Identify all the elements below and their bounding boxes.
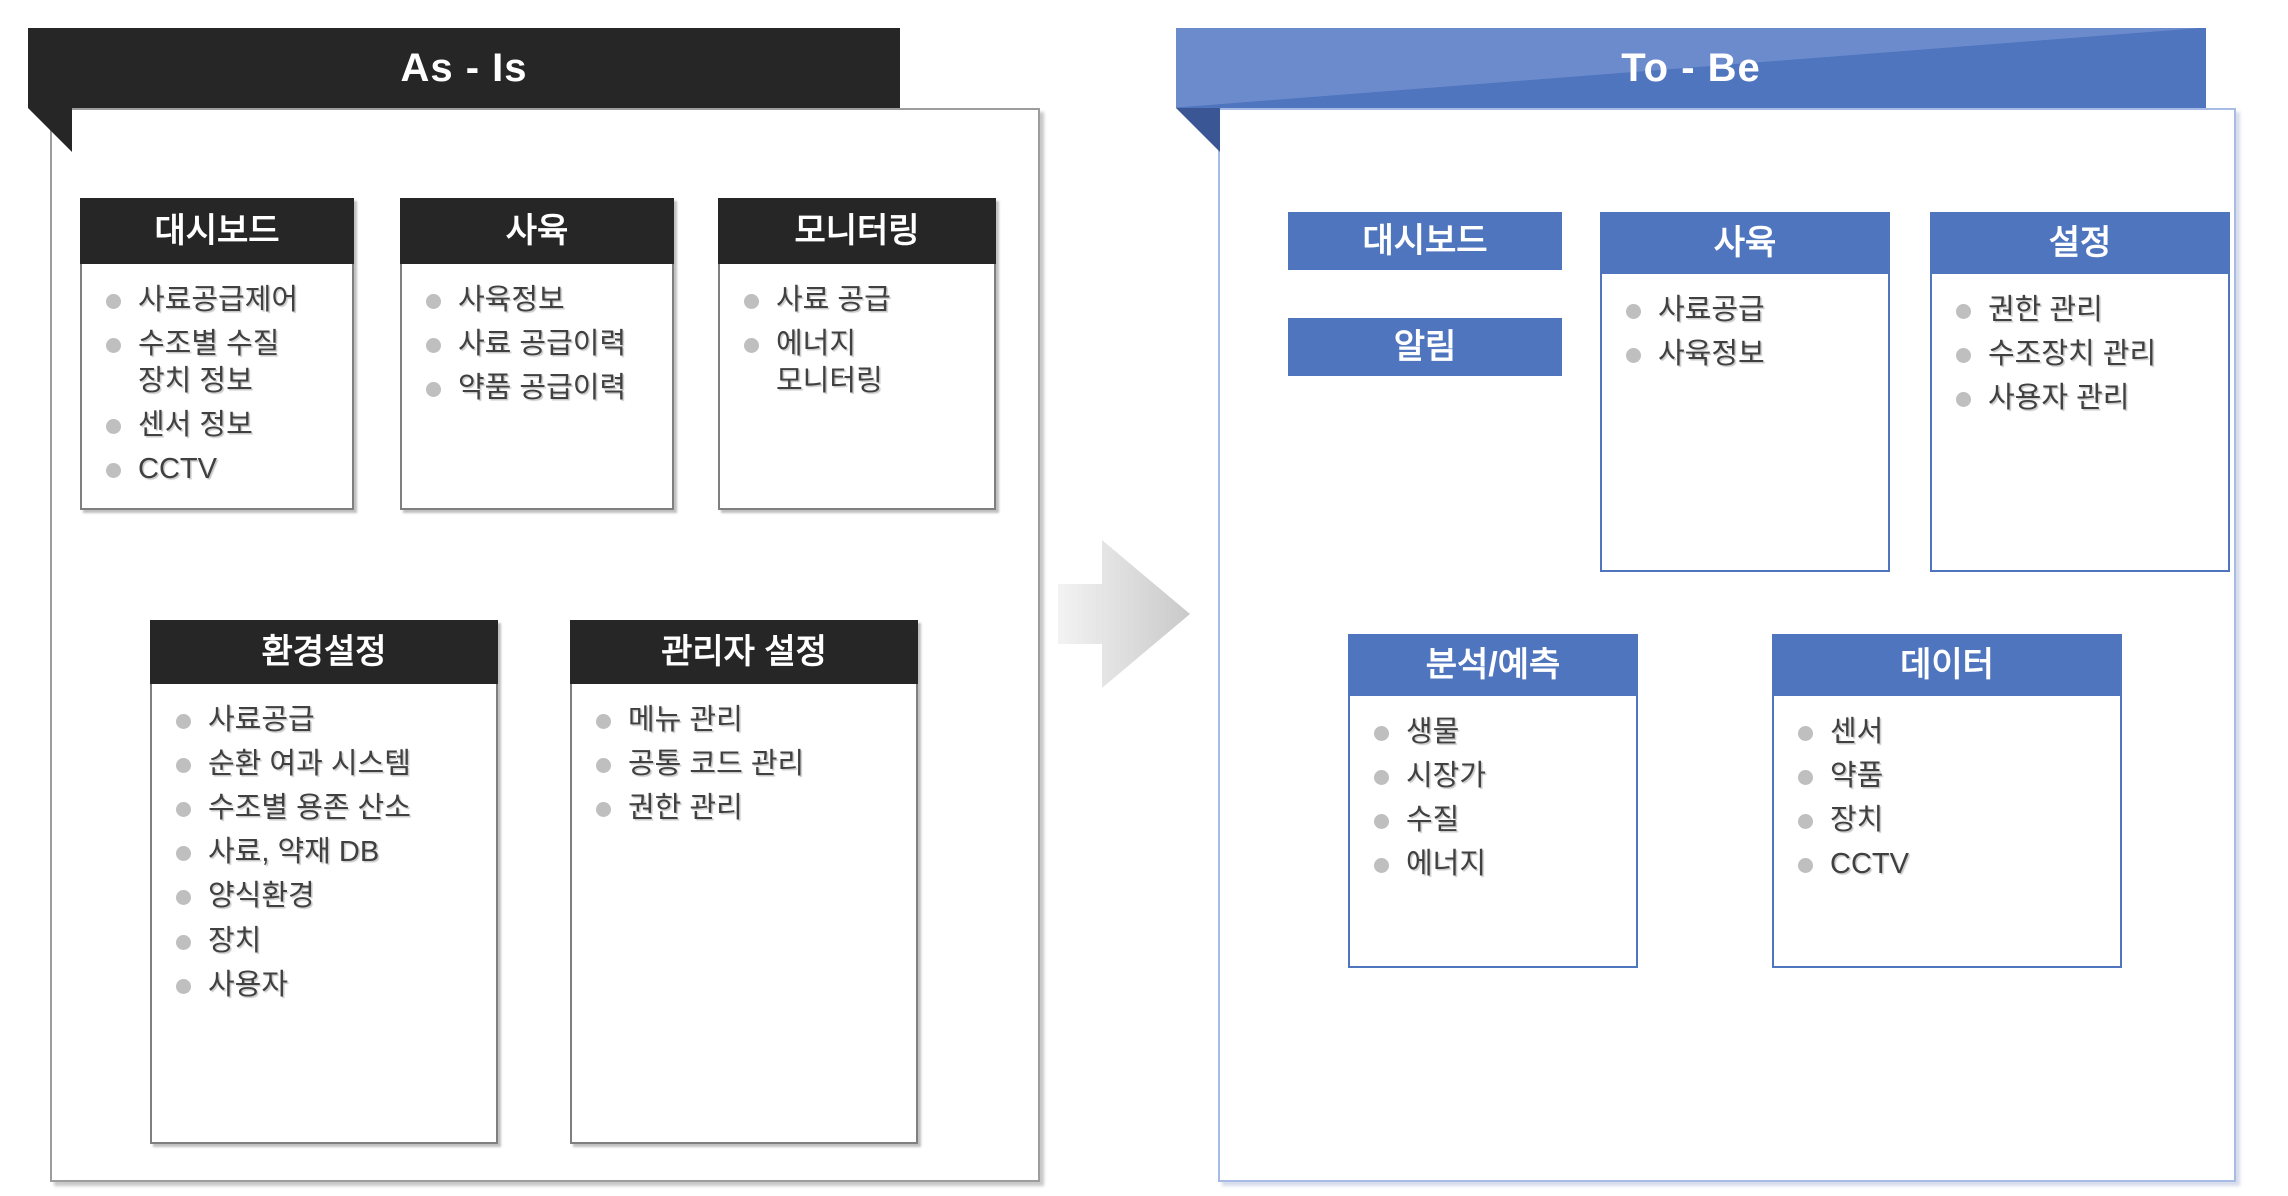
as-is-card-admin-settings-body: 메뉴 관리 공통 코드 관리 권한 관리 [570, 684, 918, 1144]
list-item[interactable]: CCTV [82, 451, 352, 495]
list-item[interactable]: 약품 [1774, 758, 2120, 802]
as-is-card-monitoring[interactable]: 모니터링 사료 공급 에너지 모니터링 [718, 198, 996, 510]
list-item[interactable]: 사료 공급이력 [402, 326, 672, 370]
as-is-title: As - Is [400, 46, 528, 90]
to-be-card-data-list: 센서 약품 장치 CCTV [1774, 696, 2120, 890]
as-is-card-monitoring-list: 사료 공급 에너지 모니터링 [720, 264, 994, 407]
list-item[interactable]: 수조별 수질 장치 정보 [82, 326, 352, 407]
list-item[interactable]: 공통 코드 관리 [572, 746, 916, 790]
list-item[interactable]: 사료 공급 [720, 282, 994, 326]
to-be-card-settings-body: 권한 관리 수조장치 관리 사용자 관리 [1930, 274, 2230, 572]
as-is-card-environment-settings-header: 환경설정 [150, 620, 498, 684]
as-is-card-breeding-title: 사육 [505, 212, 569, 250]
list-item[interactable]: 사료공급 [1602, 292, 1888, 336]
list-item[interactable]: 센서 [1774, 714, 2120, 758]
list-item[interactable]: CCTV [1774, 846, 2120, 890]
as-is-card-breeding-header: 사육 [400, 198, 674, 264]
as-is-card-admin-settings-list: 메뉴 관리 공통 코드 관리 권한 관리 [572, 684, 916, 834]
as-is-card-dashboard-body: 사료공급제어 수조별 수질 장치 정보 센서 정보 CCTV [80, 264, 354, 510]
transition-arrow-icon [1058, 540, 1198, 688]
list-item[interactable]: 수조장치 관리 [1932, 336, 2228, 380]
to-be-card-data-body: 센서 약품 장치 CCTV [1772, 696, 2122, 968]
to-be-card-analysis-prediction-header: 분석/예측 [1348, 634, 1638, 696]
as-is-card-environment-settings-body: 사료공급 순환 여과 시스템 수조별 용존 산소 사료, 약재 DB 양식환경 … [150, 684, 498, 1144]
to-be-card-breeding[interactable]: 사육 사료공급 사육정보 [1600, 212, 1890, 572]
to-be-card-analysis-prediction-list: 생물 시장가 수질 에너지 [1350, 696, 1636, 890]
to-be-card-data[interactable]: 데이터 센서 약품 장치 CCTV [1772, 634, 2122, 968]
list-item[interactable]: 장치 [152, 923, 496, 967]
to-be-card-breeding-header: 사육 [1600, 212, 1890, 274]
to-be-card-analysis-prediction-body: 생물 시장가 수질 에너지 [1348, 696, 1638, 968]
to-be-card-settings[interactable]: 설정 권한 관리 수조장치 관리 사용자 관리 [1930, 212, 2230, 572]
to-be-label-dashboard-title: 대시보드 [1362, 222, 1488, 260]
list-item[interactable]: 사료공급 [152, 702, 496, 746]
list-item[interactable]: 수질 [1350, 802, 1636, 846]
as-is-card-monitoring-title: 모니터링 [794, 212, 920, 250]
to-be-card-data-title: 데이터 [1900, 646, 1994, 684]
list-item[interactable]: 사육정보 [1602, 336, 1888, 380]
to-be-card-breeding-title: 사육 [1713, 224, 1777, 262]
as-is-card-admin-settings-header: 관리자 설정 [570, 620, 918, 684]
as-is-card-dashboard-header: 대시보드 [80, 198, 354, 264]
to-be-banner-fold-icon [1176, 108, 1220, 152]
list-item[interactable]: 사용자 관리 [1932, 380, 2228, 424]
list-item[interactable]: 수조별 용존 산소 [152, 790, 496, 834]
to-be-card-breeding-list: 사료공급 사육정보 [1602, 274, 1888, 380]
to-be-card-settings-header: 설정 [1930, 212, 2230, 274]
list-item[interactable]: 사육정보 [402, 282, 672, 326]
list-item[interactable]: 권한 관리 [572, 790, 916, 834]
as-is-card-monitoring-header: 모니터링 [718, 198, 996, 264]
as-is-card-admin-settings-title: 관리자 설정 [661, 633, 827, 671]
as-is-card-dashboard-list: 사료공급제어 수조별 수질 장치 정보 센서 정보 CCTV [82, 264, 352, 496]
as-is-card-admin-settings[interactable]: 관리자 설정 메뉴 관리 공통 코드 관리 권한 관리 [570, 620, 918, 1144]
as-is-card-breeding[interactable]: 사육 사육정보 사료 공급이력 약품 공급이력 [400, 198, 674, 510]
to-be-card-analysis-prediction[interactable]: 분석/예측 생물 시장가 수질 에너지 [1348, 634, 1638, 968]
list-item[interactable]: 생물 [1350, 714, 1636, 758]
as-is-title-banner: As - Is [28, 28, 900, 108]
as-is-card-environment-settings[interactable]: 환경설정 사료공급 순환 여과 시스템 수조별 용존 산소 사료, 약재 DB … [150, 620, 498, 1144]
to-be-card-breeding-body: 사료공급 사육정보 [1600, 274, 1890, 572]
to-be-label-notification[interactable]: 알림 [1288, 318, 1562, 376]
to-be-title-banner: To - Be [1176, 28, 2206, 108]
list-item[interactable]: 장치 [1774, 802, 2120, 846]
to-be-card-data-header: 데이터 [1772, 634, 2122, 696]
list-item[interactable]: 권한 관리 [1932, 292, 2228, 336]
list-item[interactable]: 약품 공급이력 [402, 370, 672, 414]
as-is-card-breeding-list: 사육정보 사료 공급이력 약품 공급이력 [402, 264, 672, 414]
as-is-card-monitoring-body: 사료 공급 에너지 모니터링 [718, 264, 996, 510]
as-is-card-breeding-body: 사육정보 사료 공급이력 약품 공급이력 [400, 264, 674, 510]
as-is-banner-fold-icon [28, 108, 72, 152]
list-item[interactable]: 사료, 약재 DB [152, 834, 496, 878]
list-item[interactable]: 메뉴 관리 [572, 702, 916, 746]
as-is-card-dashboard[interactable]: 대시보드 사료공급제어 수조별 수질 장치 정보 센서 정보 CCTV [80, 198, 354, 510]
as-is-card-environment-settings-list: 사료공급 순환 여과 시스템 수조별 용존 산소 사료, 약재 DB 양식환경 … [152, 684, 496, 1011]
list-item[interactable]: 사료공급제어 [82, 282, 352, 326]
list-item[interactable]: 시장가 [1350, 758, 1636, 802]
list-item[interactable]: 센서 정보 [82, 407, 352, 451]
list-item[interactable]: 에너지 모니터링 [720, 326, 994, 407]
as-is-card-environment-settings-title: 환경설정 [261, 633, 387, 671]
to-be-card-analysis-prediction-title: 분석/예측 [1425, 646, 1561, 684]
list-item[interactable]: 양식환경 [152, 878, 496, 922]
to-be-label-notification-title: 알림 [1393, 328, 1457, 366]
as-is-card-dashboard-title: 대시보드 [154, 212, 280, 250]
to-be-title: To - Be [1621, 46, 1761, 90]
list-item[interactable]: 에너지 [1350, 846, 1636, 890]
to-be-card-settings-title: 설정 [2048, 224, 2112, 262]
to-be-card-settings-list: 권한 관리 수조장치 관리 사용자 관리 [1932, 274, 2228, 424]
list-item[interactable]: 사용자 [152, 967, 496, 1011]
list-item[interactable]: 순환 여과 시스템 [152, 746, 496, 790]
to-be-label-dashboard[interactable]: 대시보드 [1288, 212, 1562, 270]
